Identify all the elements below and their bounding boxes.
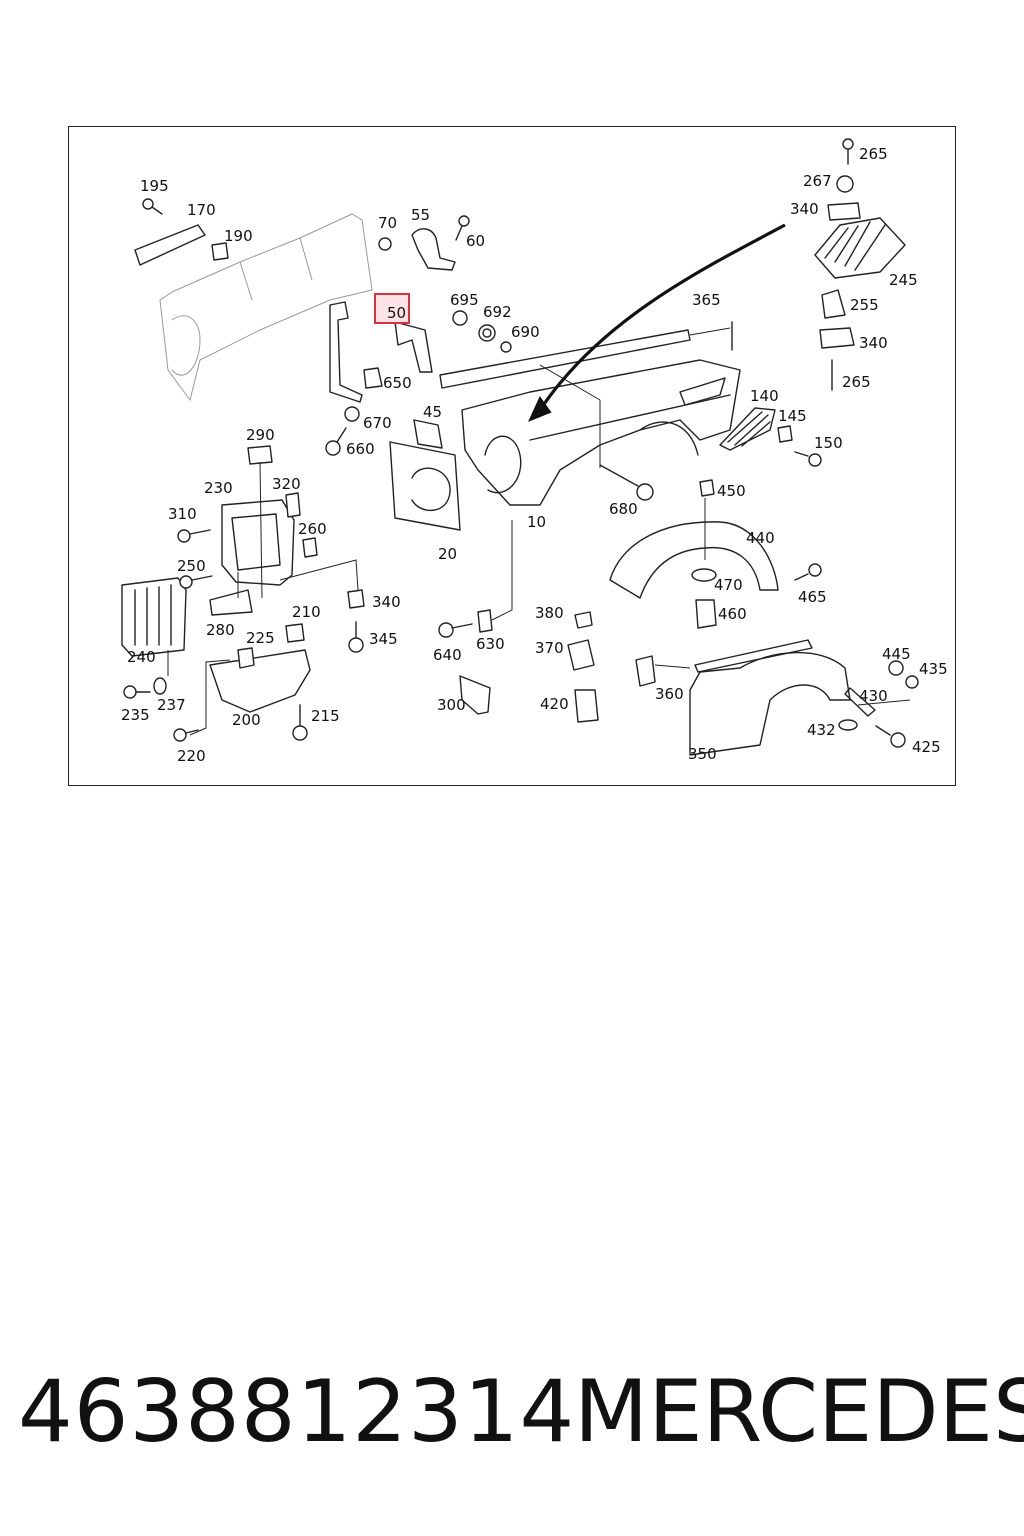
callout-465: 465 — [798, 588, 827, 606]
callout-250: 250 — [177, 557, 206, 575]
callout-230: 230 — [204, 479, 233, 497]
callout-300: 300 — [437, 696, 466, 714]
vent-grille-140 — [719, 407, 776, 451]
callout-237: 237 — [157, 696, 186, 714]
callout-340b: 340 — [859, 334, 888, 352]
callout-650: 650 — [383, 374, 412, 392]
callout-55: 55 — [411, 206, 430, 224]
callout-430: 430 — [859, 687, 888, 705]
callout-340a: 340 — [790, 200, 819, 218]
fasteners — [123, 138, 919, 748]
callout-150: 150 — [814, 434, 843, 452]
callout-70: 70 — [378, 214, 397, 232]
callout-190: 190 — [224, 227, 253, 245]
callout-170: 170 — [187, 201, 216, 219]
callout-240: 240 — [127, 648, 156, 666]
callout-220: 220 — [177, 747, 206, 765]
callout-200: 200 — [232, 711, 261, 729]
callout-215: 215 — [311, 707, 340, 725]
bracket-part-170 — [134, 224, 206, 266]
callout-460: 460 — [718, 605, 747, 623]
lamp-guard-245 — [814, 217, 906, 279]
callout-670: 670 — [363, 414, 392, 432]
callout-660: 660 — [346, 440, 375, 458]
callout-425: 425 — [912, 738, 941, 756]
brand-text: MERCEDES — [574, 1362, 1024, 1462]
callout-680: 680 — [609, 500, 638, 518]
callout-267: 267 — [803, 172, 832, 190]
callout-695: 695 — [450, 291, 479, 309]
leader-lines — [167, 364, 911, 736]
headlamp-housing-230 — [221, 499, 295, 586]
lower-housing-200 — [209, 649, 311, 713]
callout-290: 290 — [246, 426, 275, 444]
callout-45: 45 — [423, 403, 442, 421]
callout-320: 320 — [272, 475, 301, 493]
fender-liner-440 — [609, 521, 779, 599]
callout-345: 345 — [369, 630, 398, 648]
fender-part-10 — [461, 359, 741, 506]
callout-260: 260 — [298, 520, 327, 538]
callout-432: 432 — [807, 721, 836, 739]
callout-370: 370 — [535, 639, 564, 657]
bracket-part-55 — [411, 228, 456, 271]
bracket-part-50 — [394, 321, 433, 373]
callout-690: 690 — [511, 323, 540, 341]
callout-440: 440 — [746, 529, 775, 547]
callout-labels: 10 20 45 50 55 60 70 140 145 150 170 190… — [121, 145, 948, 765]
callout-255: 255 — [850, 296, 879, 314]
callout-350: 350 — [688, 745, 717, 763]
headlamp-grille-240 — [121, 577, 187, 657]
callout-10: 10 — [527, 513, 546, 531]
exploded-parts-diagram: 10 20 45 50 55 60 70 140 145 150 170 190… — [121, 138, 948, 765]
callout-435: 435 — [919, 660, 948, 678]
side-panel-20 — [389, 441, 461, 531]
callout-20: 20 — [438, 545, 457, 563]
support-strut — [329, 301, 363, 403]
callout-380: 380 — [535, 604, 564, 622]
ghost-fender-outline — [159, 213, 373, 402]
wheel-arch-flare-350 — [689, 639, 851, 756]
callout-365: 365 — [692, 291, 721, 309]
callout-140: 140 — [750, 387, 779, 405]
callout-60: 60 — [466, 232, 485, 250]
reference-arrow — [528, 223, 786, 422]
callout-195: 195 — [140, 177, 169, 195]
highlighted-part-box — [374, 293, 410, 324]
callout-145: 145 — [778, 407, 807, 425]
callout-630: 630 — [476, 635, 505, 653]
callout-692: 692 — [483, 303, 512, 321]
callout-245: 245 — [889, 271, 918, 289]
part-number-text: 4638812314 — [18, 1362, 576, 1462]
callout-640: 640 — [433, 646, 462, 664]
callout-470: 470 — [714, 576, 743, 594]
callout-360: 360 — [655, 685, 684, 703]
callout-310: 310 — [168, 505, 197, 523]
callout-265b: 265 — [842, 373, 871, 391]
callout-445: 445 — [882, 645, 911, 663]
callout-50: 50 — [387, 304, 406, 322]
trim-strip-365 — [439, 321, 733, 389]
callout-225: 225 — [246, 629, 275, 647]
callout-235: 235 — [121, 706, 150, 724]
callout-265a: 265 — [859, 145, 888, 163]
callout-450: 450 — [717, 482, 746, 500]
callout-340c: 340 — [372, 593, 401, 611]
callout-280: 280 — [206, 621, 235, 639]
callout-420: 420 — [540, 695, 569, 713]
callout-210: 210 — [292, 603, 321, 621]
